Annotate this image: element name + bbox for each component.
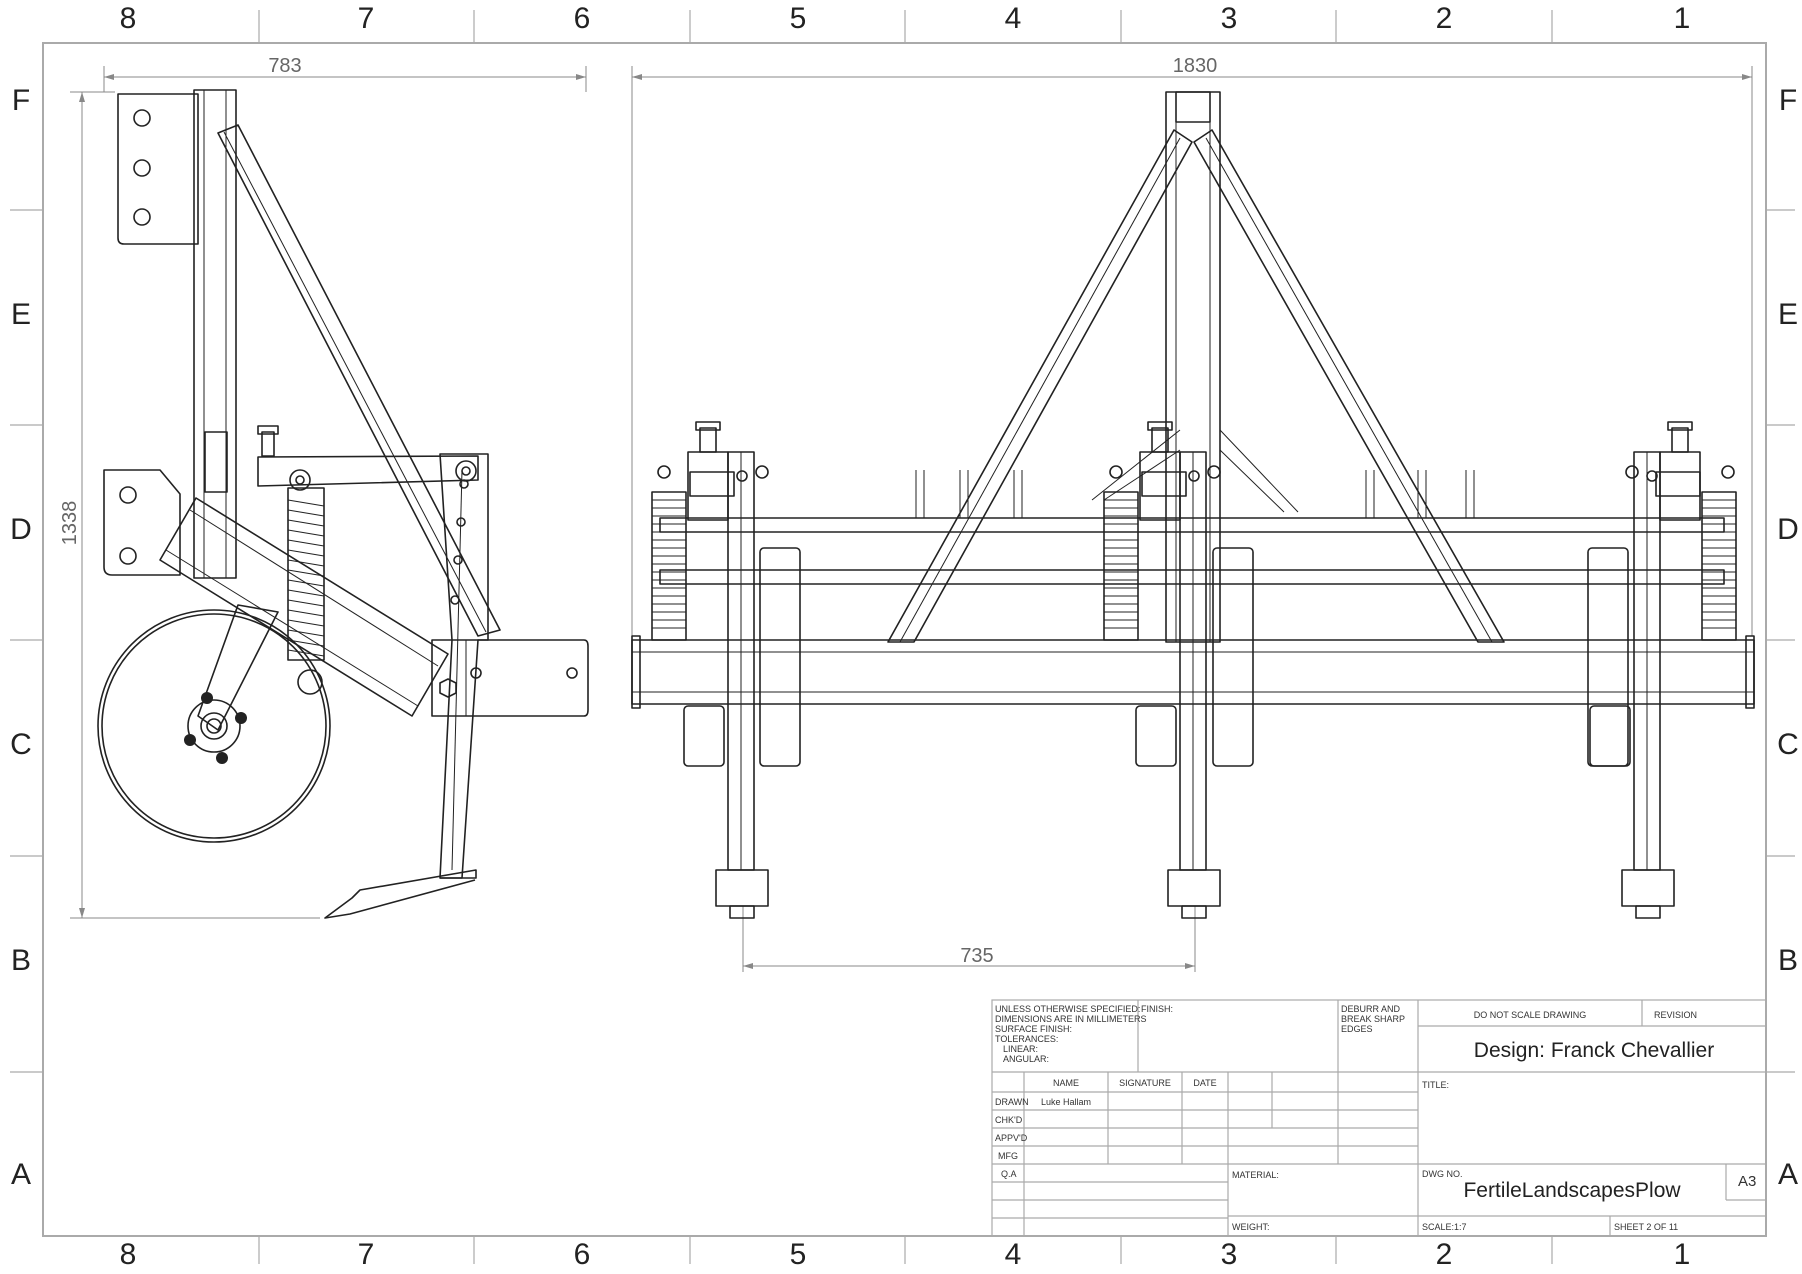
zone-row-label: E — [11, 298, 31, 331]
zone-row-label: B — [1778, 944, 1798, 977]
zone-col-label: 7 — [358, 1238, 375, 1271]
front-view: 1830 735 — [631, 55, 1755, 972]
col-name-header: NAME — [1053, 1078, 1079, 1088]
tine-unit-left — [651, 421, 769, 919]
zone-col-label: 4 — [1005, 1238, 1022, 1271]
drawing-number: FertileLandscapesPlow — [1463, 1179, 1681, 1202]
sheet-border — [10, 10, 1795, 1264]
do-not-scale-note: DO NOT SCALE DRAWING — [1474, 1010, 1587, 1020]
tine-unit-right — [1621, 421, 1737, 919]
scale-label: SCALE:1:7 — [1422, 1222, 1467, 1232]
dimension-label: 735 — [960, 945, 993, 967]
deburr-note: EDGES — [1341, 1024, 1373, 1034]
col-signature-header: SIGNATURE — [1119, 1078, 1171, 1088]
zone-labels-right: F E D C B A — [1777, 84, 1799, 1191]
zone-col-label: 5 — [790, 2, 807, 35]
dimension-label: 783 — [268, 55, 301, 77]
side-view: 783 1338 — [59, 55, 589, 919]
zone-col-label: 3 — [1221, 1238, 1238, 1271]
zone-col-label: 1 — [1674, 2, 1691, 35]
general-note: TOLERANCES: — [995, 1034, 1058, 1044]
zone-row-label: F — [12, 84, 30, 117]
zone-labels-top: 8 7 6 5 4 3 2 1 — [120, 2, 1691, 35]
zone-col-label: 3 — [1221, 2, 1238, 35]
zone-col-label: 7 — [358, 2, 375, 35]
deburr-note: BREAK SHARP — [1341, 1014, 1405, 1024]
title-label: TITLE: — [1422, 1080, 1449, 1090]
zone-col-label: 4 — [1005, 2, 1022, 35]
deburr-note: DEBURR AND — [1341, 1004, 1401, 1014]
depth-wheel — [97, 604, 331, 843]
general-note: SURFACE FINISH: — [995, 1024, 1072, 1034]
zone-col-label: 2 — [1436, 2, 1453, 35]
general-note: DIMENSIONS ARE IN MILLIMETERS — [995, 1014, 1147, 1024]
sheet-size: A3 — [1738, 1173, 1756, 1190]
row-qa-label: Q.A — [1001, 1169, 1017, 1179]
dimension-side-height: 1338 — [59, 91, 320, 919]
zone-col-label: 1 — [1674, 1238, 1691, 1271]
zone-row-label: E — [1778, 298, 1798, 331]
zone-row-label: A — [11, 1158, 31, 1191]
general-note: ANGULAR: — [1003, 1054, 1049, 1064]
zone-labels-bottom: 8 7 6 5 4 3 2 1 — [120, 1238, 1691, 1271]
zone-col-label: 8 — [120, 2, 137, 35]
zone-col-label: 8 — [120, 1238, 137, 1271]
zone-row-label: C — [10, 728, 32, 761]
dimension-label: 1830 — [1173, 55, 1218, 77]
zone-row-label: C — [1777, 728, 1799, 761]
general-note: LINEAR: — [1003, 1044, 1038, 1054]
dimension-side-width: 783 — [103, 55, 587, 92]
col-date-header: DATE — [1193, 1078, 1216, 1088]
zone-col-label: 6 — [574, 1238, 591, 1271]
material-label: MATERIAL: — [1232, 1170, 1279, 1180]
dimension-tine-spacing: 735 — [742, 906, 1196, 972]
sheet-number: SHEET 2 OF 11 — [1614, 1222, 1678, 1232]
row-drawn-label: DRAWN — [995, 1097, 1029, 1107]
zone-row-label: F — [1779, 84, 1797, 117]
zone-row-label: A — [1778, 1158, 1798, 1191]
zone-labels-left: F E D C B A — [10, 84, 32, 1191]
drawn-by-name: Luke Hallam — [1041, 1097, 1091, 1107]
dimension-front-width: 1830 — [631, 55, 1753, 636]
row-approved-label: APPV'D — [995, 1133, 1028, 1143]
zone-row-label: D — [10, 513, 32, 546]
zone-col-label: 6 — [574, 2, 591, 35]
row-checked-label: CHK'D — [995, 1115, 1023, 1125]
zone-col-label: 2 — [1436, 1238, 1453, 1271]
zone-row-label: B — [11, 944, 31, 977]
general-note: UNLESS OTHERWISE SPECIFIED: — [995, 1004, 1140, 1014]
dimension-label: 1338 — [59, 501, 81, 546]
revision-label: REVISION — [1654, 1010, 1697, 1020]
weight-label: WEIGHT: — [1232, 1222, 1270, 1232]
zone-row-label: D — [1777, 513, 1799, 546]
title-block: UNLESS OTHERWISE SPECIFIED: DIMENSIONS A… — [991, 999, 1767, 1237]
dwg-no-label: DWG NO. — [1422, 1169, 1463, 1179]
design-credit: Design: Franck Chevallier — [1474, 1039, 1714, 1062]
zone-col-label: 5 — [790, 1238, 807, 1271]
row-mfg-label: MFG — [998, 1151, 1018, 1161]
finish-label: FINISH: — [1141, 1004, 1173, 1014]
tine-unit-center — [1103, 421, 1221, 919]
